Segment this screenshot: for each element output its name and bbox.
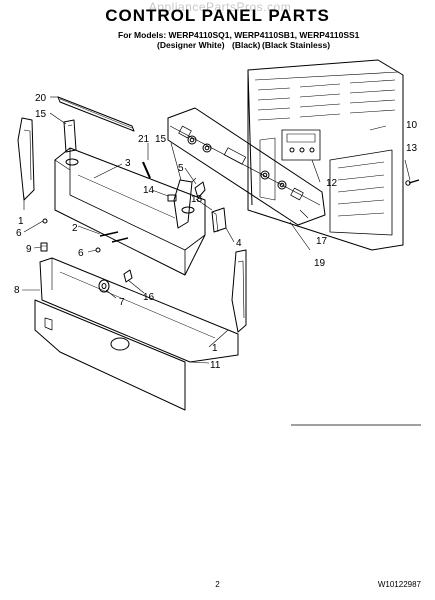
callout-21: 21 bbox=[138, 134, 150, 145]
harness-part-5 bbox=[194, 181, 206, 199]
screw-part-6-upper bbox=[42, 218, 48, 224]
screw-part-13 bbox=[405, 179, 420, 186]
watermark-text: AppliancePartsPros.com bbox=[148, 0, 292, 14]
block-part-18 bbox=[211, 207, 227, 233]
bracket-part-15-left bbox=[63, 119, 77, 153]
callout-6-lower: 6 bbox=[78, 248, 84, 259]
callout-6-upper: 6 bbox=[16, 228, 22, 239]
switch-part-14 bbox=[167, 194, 177, 202]
lower-panel-part-8-11 bbox=[34, 257, 239, 411]
left-end-cap-part-1 bbox=[17, 117, 35, 201]
leader-lines bbox=[22, 96, 411, 364]
callout-12: 12 bbox=[326, 178, 338, 189]
callout-16: 16 bbox=[143, 292, 155, 303]
clip-part-21 bbox=[142, 161, 151, 179]
callout-4: 4 bbox=[236, 238, 242, 249]
page-title: CONTROL PANEL PARTS bbox=[105, 6, 330, 25]
knob-part-7 bbox=[98, 279, 110, 293]
callout-15-right: 15 bbox=[155, 134, 167, 145]
main-panel-part-3 bbox=[54, 147, 206, 276]
callout-5: 5 bbox=[178, 163, 184, 174]
rear-panel-part-10 bbox=[247, 59, 404, 251]
page-number: 2 bbox=[215, 580, 220, 589]
bracket-part-15-right bbox=[173, 179, 193, 229]
variant-designer-white: (Designer White) bbox=[157, 40, 225, 50]
callout-18: 18 bbox=[191, 194, 203, 205]
control-console-part-17 bbox=[167, 107, 326, 226]
callout-8: 8 bbox=[14, 285, 20, 296]
callout-3: 3 bbox=[125, 158, 131, 169]
callout-15-left: 15 bbox=[35, 109, 47, 120]
models-line: For Models: WERP4110SQ1, WERP4110SB1, WE… bbox=[118, 30, 360, 40]
top-trim-part-20 bbox=[57, 96, 135, 132]
callout-11: 11 bbox=[210, 360, 221, 371]
callout-17: 17 bbox=[316, 236, 328, 247]
callout-14: 14 bbox=[143, 185, 155, 196]
callout-7: 7 bbox=[119, 297, 125, 308]
callout-20: 20 bbox=[35, 93, 47, 104]
callout-1-right: 1 bbox=[212, 343, 218, 354]
callout-2: 2 bbox=[72, 223, 78, 234]
spring-part-16 bbox=[123, 269, 133, 283]
callout-19: 19 bbox=[314, 258, 326, 269]
right-end-cap-part-4 bbox=[231, 249, 247, 333]
callout-labels: 20 15 21 3 15 5 14 18 1 6 2 9 6 8 7 16 4… bbox=[14, 93, 418, 371]
callout-9: 9 bbox=[26, 244, 32, 255]
callout-1-left: 1 bbox=[18, 216, 24, 227]
callout-13: 13 bbox=[406, 143, 418, 154]
screw-part-9 bbox=[40, 242, 48, 252]
variant-black: (Black) bbox=[232, 40, 261, 50]
rod-part-2 bbox=[99, 231, 129, 243]
document-number: W10122987 bbox=[377, 580, 421, 589]
variant-black-stainless: (Black Stainless) bbox=[262, 40, 331, 50]
callout-10: 10 bbox=[406, 120, 418, 131]
screw-part-6-lower bbox=[95, 247, 101, 253]
